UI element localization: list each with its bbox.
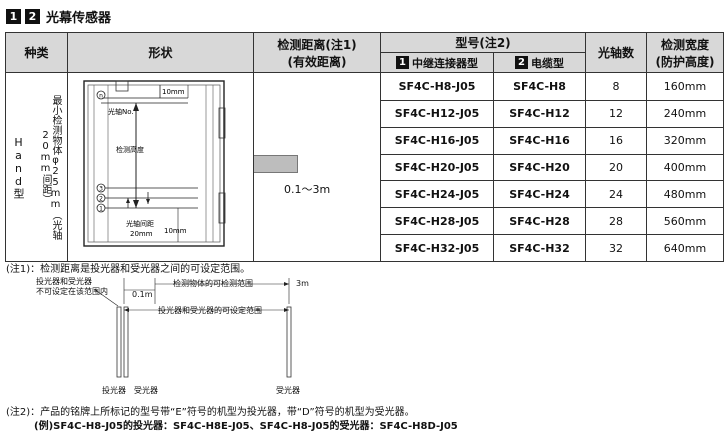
width-5: 480mm [646,180,725,209]
note-1: (注1)：检测距离是投光器和受光器之间的可设定范围。 [6,264,251,275]
cable-model-5: SF4C-H24 [492,180,587,209]
relay-model-3: SF4C-H16-J05 [380,126,494,155]
header-cable-label: 电缆型 [531,56,564,70]
dim-top-label: 10mm [162,88,185,96]
min-object-label: 最小检测物体φ25mm（光轴20mm间距） [40,94,61,240]
relay-model-1: SF4C-H8-J05 [380,72,494,101]
emitter-label: 投光器 [102,386,126,395]
cannot-set-line2: 不可设定在该范围内 [36,287,108,296]
relay-model-5: SF4C-H24-J05 [380,180,494,209]
header-range-line2: (有效距离) [287,54,347,69]
axis-marker-1 [96,203,106,213]
header-range: 检测距离(注1) (有效距离) [253,32,381,73]
axis-marker-n [96,90,106,100]
width-1: 160mm [646,72,725,101]
note-2-line1: (注2)：产品的铭牌上所标记的型号带“E”符号的机型为投光器，带“D”符号的机型… [6,407,415,418]
header-model: 型号(注2) [379,32,587,53]
min-distance-label: 0.1m [132,290,153,299]
axes-7: 32 [585,234,648,262]
width-3: 320mm [646,126,725,155]
header-range-line1: 检测距离(注1) [277,37,357,52]
range-diagram: 投光器和受光器 不可设定在该范围内 检测物体的可检测范围 0.1m 3m 投光器… [0,270,728,400]
max-distance-label: 3m [296,279,309,288]
note-2-line2: (例)SF4C-H8-J05的投光器：SF4C-H8E-J05、SF4C-H8-… [34,421,458,432]
number-badge-1: 1 [6,8,21,24]
width-7: 640mm [646,234,725,262]
height-label: 检测高度 [116,145,144,154]
cable-model-6: SF4C-H28 [492,207,587,236]
width-4: 400mm [646,153,725,182]
header-cable: 2 电缆型 [492,52,587,73]
pitch-label: 光轴间距 [126,219,154,228]
cable-model-7: SF4C-H32 [492,234,587,262]
settable-range-label: 投光器和受光器的可设定范围 [158,306,262,315]
receiver-label-right: 受光器 [276,386,300,395]
type-label: Hand型 [12,135,25,199]
sub-badge-1: 1 [396,56,409,69]
header-relay: 1 中继连接器型 [380,52,494,73]
header-shape: 形状 [67,32,254,73]
pitch-value: 20mm [130,230,153,238]
header-width-line1: 检测宽度 [661,37,710,52]
cable-model-4: SF4C-H20 [492,153,587,182]
dim-bottom-label: 10mm [164,227,187,235]
number-badge-2: 2 [25,8,40,24]
axes-6: 28 [585,207,648,236]
cable-model-1: SF4C-H8 [492,72,587,101]
width-2: 240mm [646,99,725,128]
axes-2: 12 [585,99,648,128]
axis-marker-3 [96,183,106,193]
shape-cell: n 3 2 1 10mm 光轴No. 检测高度 光轴间距 20mm 10mm [67,72,254,262]
cable-model-3: SF4C-H16 [492,126,587,155]
width-6: 560mm [646,207,725,236]
marker-2-text: 2 [99,196,103,203]
axes-4: 20 [585,153,648,182]
receiver-label-left: 受光器 [134,386,158,395]
axis-no-label: 光轴No. [108,107,134,116]
section-title: 1 2 光幕传感器 [6,7,112,26]
relay-model-6: SF4C-H28-J05 [380,207,494,236]
detect-range-label: 检测物体的可检测范围 [173,279,253,288]
header-width: 检测宽度 (防护高度) [646,32,725,73]
range-cell: 0.1～3m [253,72,381,262]
shape-diagram: n 3 2 1 10mm 光轴No. 检测高度 光轴间距 20mm 10mm [83,80,226,247]
marker-n-text: n [99,93,103,100]
type-cell: Hand型 最小检测物体φ25mm（光轴20mm间距） [5,72,68,262]
range-bar [254,155,298,173]
header-relay-label: 中继连接器型 [412,56,478,70]
marker-3-text: 3 [99,186,103,193]
marker-1-text: 1 [99,206,103,213]
axis-marker-2 [96,193,106,203]
cannot-set-line1: 投光器和受光器 [36,277,92,286]
header-width-line2: (防护高度) [655,54,715,69]
relay-model-2: SF4C-H12-J05 [380,99,494,128]
spec-table: 种类 形状 检测距离(注1) (有效距离) 型号(注2) 光轴数 检测宽度 (防… [5,32,725,262]
axes-5: 24 [585,180,648,209]
title-text: 光幕传感器 [46,10,112,26]
cable-model-2: SF4C-H12 [492,99,587,128]
relay-model-7: SF4C-H32-J05 [380,234,494,262]
range-value: 0.1～3m [284,183,331,196]
axes-3: 16 [585,126,648,155]
relay-model-4: SF4C-H20-J05 [380,153,494,182]
axes-1: 8 [585,72,648,101]
header-axes: 光轴数 [585,32,648,73]
sub-badge-2: 2 [515,56,528,69]
header-kind: 种类 [5,32,68,73]
